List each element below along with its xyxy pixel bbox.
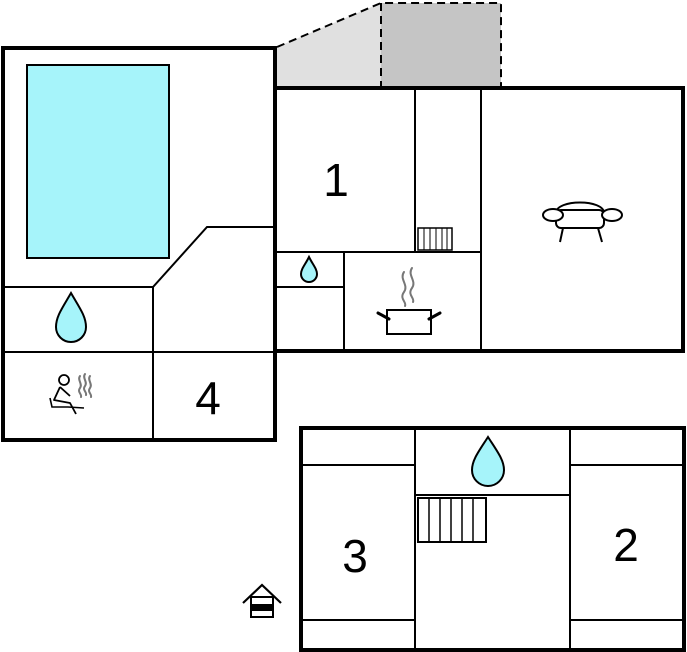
- room-label-3: 3: [342, 530, 368, 582]
- room-label-1: 1: [323, 154, 349, 206]
- water-drop-icon: [299, 254, 319, 283]
- room-label-2: 2: [613, 519, 639, 571]
- room-label-4: 4: [195, 372, 221, 424]
- stairs-icon: [417, 497, 487, 543]
- main-building-walls: [273, 86, 685, 353]
- cooking-pot-icon: [376, 267, 442, 335]
- sofa-icon: [542, 201, 623, 243]
- terrace-light: [277, 3, 381, 88]
- radiator-icon: [417, 227, 453, 251]
- entrance-house-icon: [242, 583, 282, 618]
- sauna-icon: [49, 373, 93, 415]
- terrace-dashed-outline: [276, 2, 502, 88]
- bottom-building-walls: [299, 426, 686, 652]
- terrace-dark: [381, 3, 501, 88]
- water-drop-icon: [470, 435, 506, 487]
- left-building-walls: [1, 46, 277, 442]
- water-drop-icon: [54, 290, 88, 343]
- pool: [26, 64, 170, 259]
- terrace-area: [276, 2, 502, 88]
